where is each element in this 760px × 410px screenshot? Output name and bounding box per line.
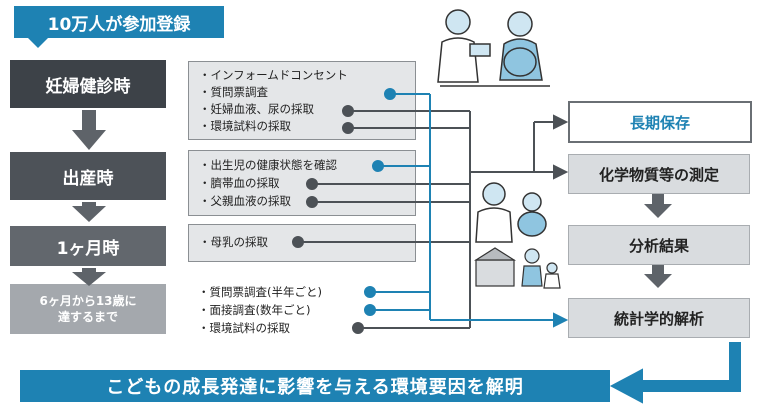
process-statistical-analysis: 統計学的解析 bbox=[568, 298, 750, 338]
stage-label: 1ヶ月時 bbox=[56, 238, 120, 259]
conclusion-text: こどもの成長発達に影響を与える環境要因を解明 bbox=[106, 377, 524, 398]
stage-birth: 出産時 bbox=[10, 152, 166, 200]
process-label: 化学物質等の測定 bbox=[598, 165, 719, 184]
detail-item: ・妊婦血液、尿の採取 bbox=[199, 102, 314, 116]
stage-label: 妊婦健診時 bbox=[45, 76, 131, 97]
detail-item: ・臍帯血の採取 bbox=[199, 176, 280, 190]
stage-arrows bbox=[72, 110, 106, 286]
family-school-illustration bbox=[473, 247, 561, 289]
participant-banner: 10万人が参加登録 bbox=[14, 6, 224, 48]
process-label: 分析結果 bbox=[628, 236, 689, 255]
stage-label-line2: 達するまで bbox=[57, 310, 118, 324]
participant-banner-text: 10万人が参加登録 bbox=[47, 14, 191, 35]
process-analysis-results: 分析結果 bbox=[568, 225, 750, 265]
stage-six-months-to-13: 6ヶ月から13歳に 達するまで bbox=[10, 284, 166, 334]
stage-label: 出産時 bbox=[62, 168, 114, 189]
detail-item: ・質問票調査 bbox=[199, 85, 268, 99]
stage-prenatal: 妊婦健診時 bbox=[10, 60, 166, 108]
detail-item: ・父親血液の採取 bbox=[199, 194, 291, 208]
detail-item: ・インフォームドコンセント bbox=[199, 68, 348, 82]
doctor-patient-illustration bbox=[437, 9, 550, 87]
stage-label-line1: 6ヶ月から13歳に bbox=[39, 294, 137, 308]
detail-item: ・質問票調査(半年ごと) bbox=[198, 285, 322, 299]
detail-item: ・母乳の採取 bbox=[199, 235, 268, 249]
process-long-term-storage: 長期保存 bbox=[568, 101, 752, 143]
stage-one-month: 1ヶ月時 bbox=[10, 226, 166, 266]
process-chemical-measurement: 化学物質等の測定 bbox=[568, 154, 750, 194]
process-label: 統計学的解析 bbox=[613, 309, 704, 328]
detail-item: ・環境試料の採取 bbox=[199, 119, 291, 133]
conclusion-banner: こどもの成長発達に影響を与える環境要因を解明 bbox=[20, 370, 610, 402]
process-label: 長期保存 bbox=[629, 113, 690, 132]
detail-box-prenatal: ・インフォームドコンセント ・質問票調査 ・妊婦血液、尿の採取 ・環境試料の採取 bbox=[188, 61, 416, 140]
doctor-baby-illustration bbox=[475, 182, 547, 243]
detail-item: ・環境試料の採取 bbox=[198, 321, 290, 335]
detail-item: ・出生児の健康状態を確認 bbox=[199, 158, 337, 172]
detail-item: ・面接調査(数年ごと) bbox=[198, 303, 311, 317]
